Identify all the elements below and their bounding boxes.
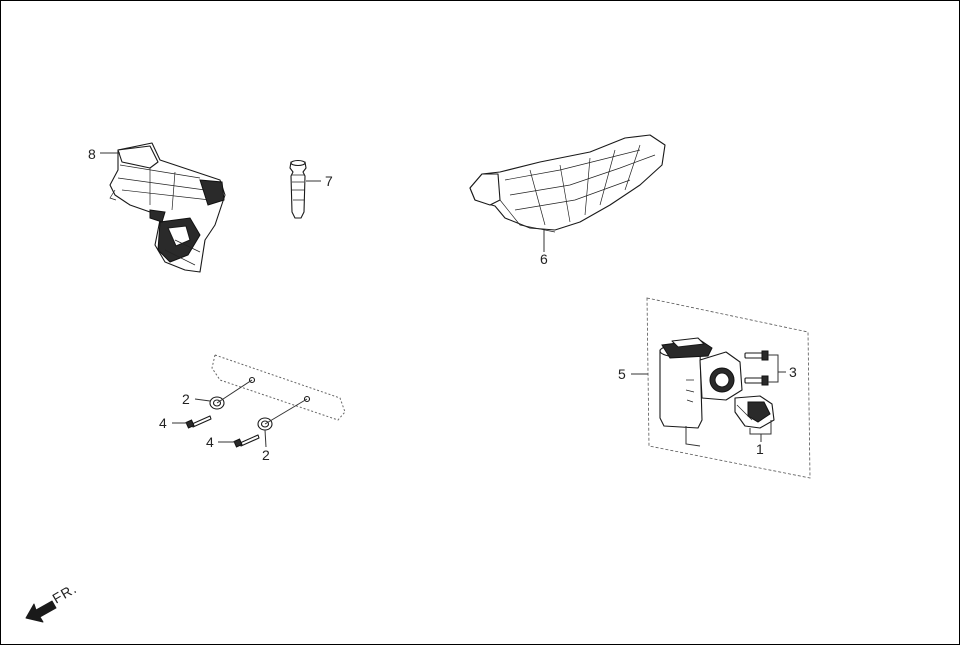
part-1-clamp [734,395,775,429]
callout-5: 5 [618,366,626,382]
callout-3: 3 [789,364,797,380]
part-7-grip [289,159,307,219]
callout-8: 8 [88,146,96,162]
callout-1: 1 [756,441,764,457]
screw-4a [185,415,212,429]
part-6-seat [469,134,666,233]
front-label: FR. [50,580,80,607]
leader-lines [100,152,786,448]
part-5-assembly [646,297,811,479]
callout-6: 6 [540,251,548,267]
callout-7: 7 [325,173,333,189]
callout-2b: 2 [262,447,270,463]
callout-4a: 4 [159,415,167,431]
callout-2a: 2 [182,391,190,407]
callout-4b: 4 [206,434,214,450]
screw-4b [233,434,260,448]
part-3-bolts [744,350,769,386]
part-8-cover [109,142,226,273]
gasket-plate [211,354,346,421]
front-arrow-icon [25,600,57,623]
